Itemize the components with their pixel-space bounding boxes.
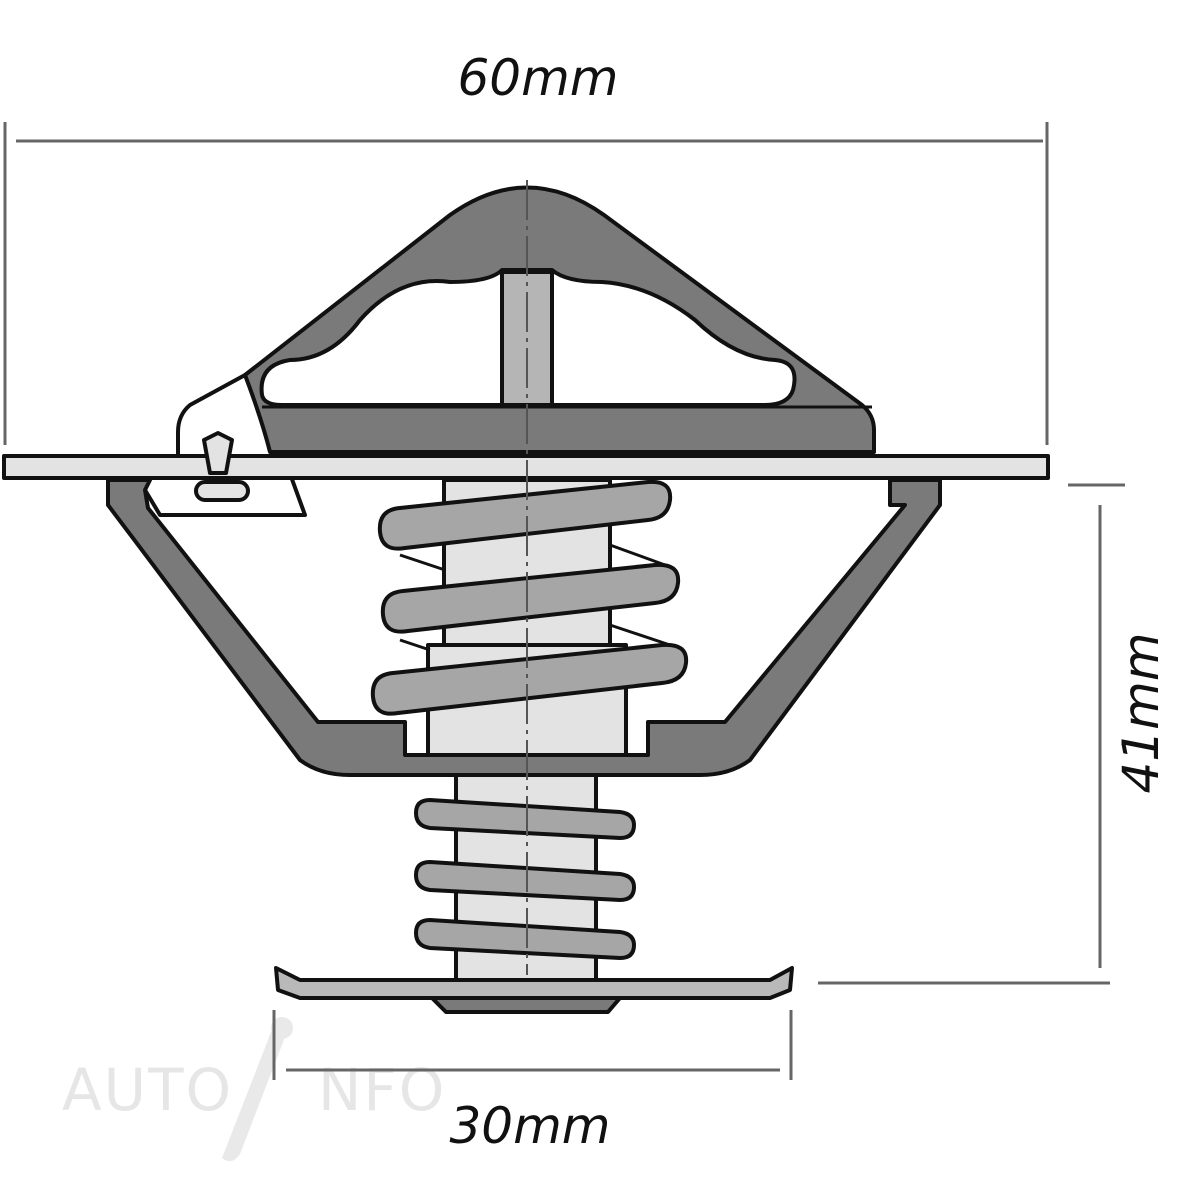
bypass-spring-coil-2 xyxy=(414,860,636,902)
main-spring-coil-3 xyxy=(370,642,689,716)
bypass-disc-boss xyxy=(430,996,622,1014)
dim-label-60mm: 60mm xyxy=(457,49,618,107)
dim-label-30mm: 30mm xyxy=(449,1097,610,1155)
dim-label-41mm: 41mm xyxy=(1112,632,1170,793)
bypass-spring xyxy=(414,798,636,960)
bypass-disc xyxy=(274,966,794,1000)
jiggle-valve-base xyxy=(194,480,250,502)
main-spring xyxy=(370,479,689,716)
side-frame xyxy=(176,373,246,456)
autoinfo-watermark: AUTO NFO xyxy=(62,1017,446,1162)
main-spring-coil-1 xyxy=(377,479,673,551)
dimension-lines xyxy=(3,122,1125,1080)
main-spring-coil-2 xyxy=(380,562,681,634)
watermark-i-dot-icon xyxy=(271,1017,293,1039)
watermark-text-right: NFO xyxy=(318,1056,446,1124)
jiggle-valve-head xyxy=(202,431,234,475)
watermark-text-left: AUTO xyxy=(62,1056,233,1124)
bypass-spring-coil-3 xyxy=(414,918,636,960)
bypass-spring-coil-1 xyxy=(414,798,636,840)
